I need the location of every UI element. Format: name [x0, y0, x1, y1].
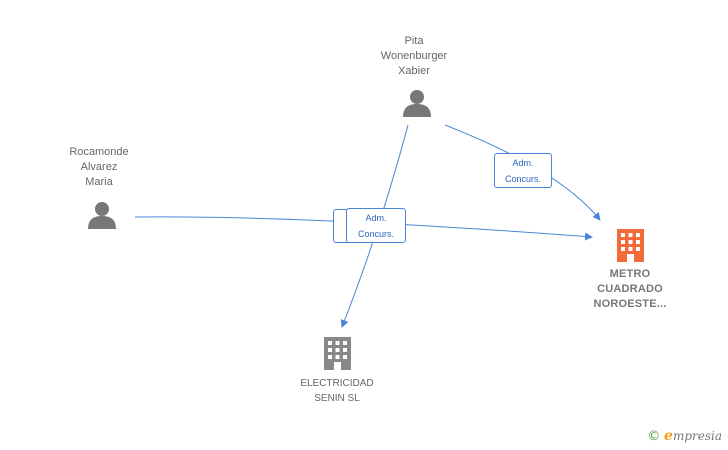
- edge-label-line: Concurs.: [504, 174, 541, 184]
- person-label-rocamonde[interactable]: Rocamonde Alvarez Maria: [49, 145, 149, 190]
- brand-logo: © empresia: [647, 428, 722, 444]
- edge-label-line: Adm.: [365, 213, 387, 223]
- company-name-line: SENIN SL: [314, 393, 360, 404]
- company-label-electricidad[interactable]: ELECTRICIDAD SENIN SL: [275, 376, 399, 406]
- building-icon[interactable]: [617, 229, 644, 262]
- edge-label-rocamonde-metro[interactable]: Adm. Concurs.: [346, 208, 406, 243]
- company-name-line: ELECTRICIDAD: [300, 378, 374, 389]
- edge-label-line: Concurs.: [357, 229, 394, 239]
- edge-label-line: Adm.: [512, 158, 534, 168]
- company-name-line: METRO: [609, 268, 651, 280]
- person-name-line: Wonenburger: [380, 50, 448, 62]
- person-icon[interactable]: [88, 202, 116, 229]
- edge-rocamonde-metro: [134, 216, 593, 241]
- brand-name: mpresia: [672, 429, 722, 443]
- person-label-pita[interactable]: Pita Wonenburger Xabier: [364, 34, 464, 79]
- building-icon[interactable]: [324, 337, 351, 370]
- edge-label-pita-metro[interactable]: Adm. Concurs.: [494, 153, 552, 188]
- company-name-line: CUADRADO: [597, 283, 663, 295]
- brand-initial: e: [664, 428, 673, 444]
- person-name-line: Xabier: [398, 65, 430, 77]
- person-icon[interactable]: [403, 90, 431, 117]
- person-name-line: Pita: [404, 35, 424, 47]
- person-name-line: Alvarez: [80, 161, 118, 173]
- copyright-icon: ©: [647, 429, 661, 444]
- company-name-line: NOROESTE...: [593, 298, 667, 310]
- person-name-line: Maria: [85, 176, 113, 188]
- company-label-metro[interactable]: METRO CUADRADO NOROESTE...: [580, 267, 680, 312]
- person-name-line: Rocamonde: [69, 146, 129, 158]
